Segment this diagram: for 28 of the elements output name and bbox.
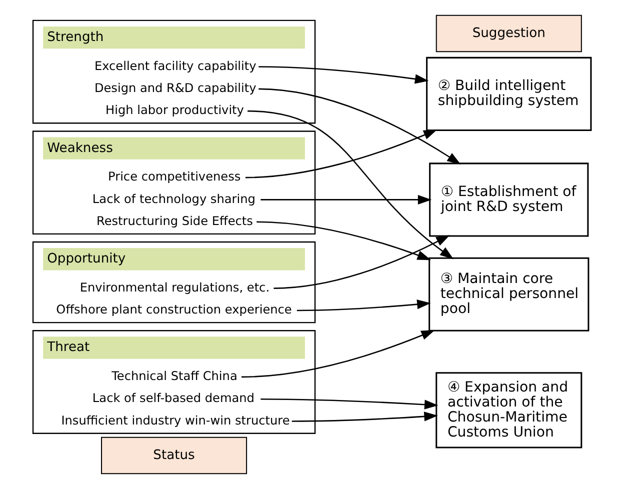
node-text: Insufficient industry win-win structure xyxy=(61,413,290,428)
node-text: Lack of self-based demand xyxy=(92,391,254,406)
arrow xyxy=(258,66,429,84)
node-text: Restructuring Side Effects xyxy=(96,214,253,228)
arrow xyxy=(248,110,454,260)
node-box: ② Build intelligent shipbuilding system xyxy=(426,56,592,131)
arrow xyxy=(292,412,438,422)
arrow xyxy=(246,129,438,178)
arrow xyxy=(260,398,438,410)
node-text: Design and R&D capability xyxy=(94,81,256,96)
node-text: Offshore plant construction experience xyxy=(56,302,292,317)
node-box: Suggestion xyxy=(436,14,582,52)
node-box: ③ Maintain core technical personnel pool xyxy=(428,257,590,332)
node-box: ① Establishment of joint R&D system xyxy=(429,162,589,237)
arrow xyxy=(256,221,432,260)
node-text: Environmental regulations, etc. xyxy=(80,280,270,294)
arrow xyxy=(296,300,431,312)
node-text: Lack of technology sharing xyxy=(92,192,256,206)
arrow xyxy=(274,235,450,289)
node-text: Technical Staff China xyxy=(112,369,238,384)
node-text: Price competitiveness xyxy=(108,170,241,184)
node-box: Status xyxy=(101,436,248,474)
node-text: Excellent facility capability xyxy=(94,58,256,73)
arrow xyxy=(241,330,435,378)
node-text: High labor productivity xyxy=(106,103,244,118)
node-box: ④ Expansion and activation of the Chosun-Maritime Customs Union xyxy=(436,372,582,448)
arrow xyxy=(260,194,432,204)
arrow xyxy=(258,88,461,164)
